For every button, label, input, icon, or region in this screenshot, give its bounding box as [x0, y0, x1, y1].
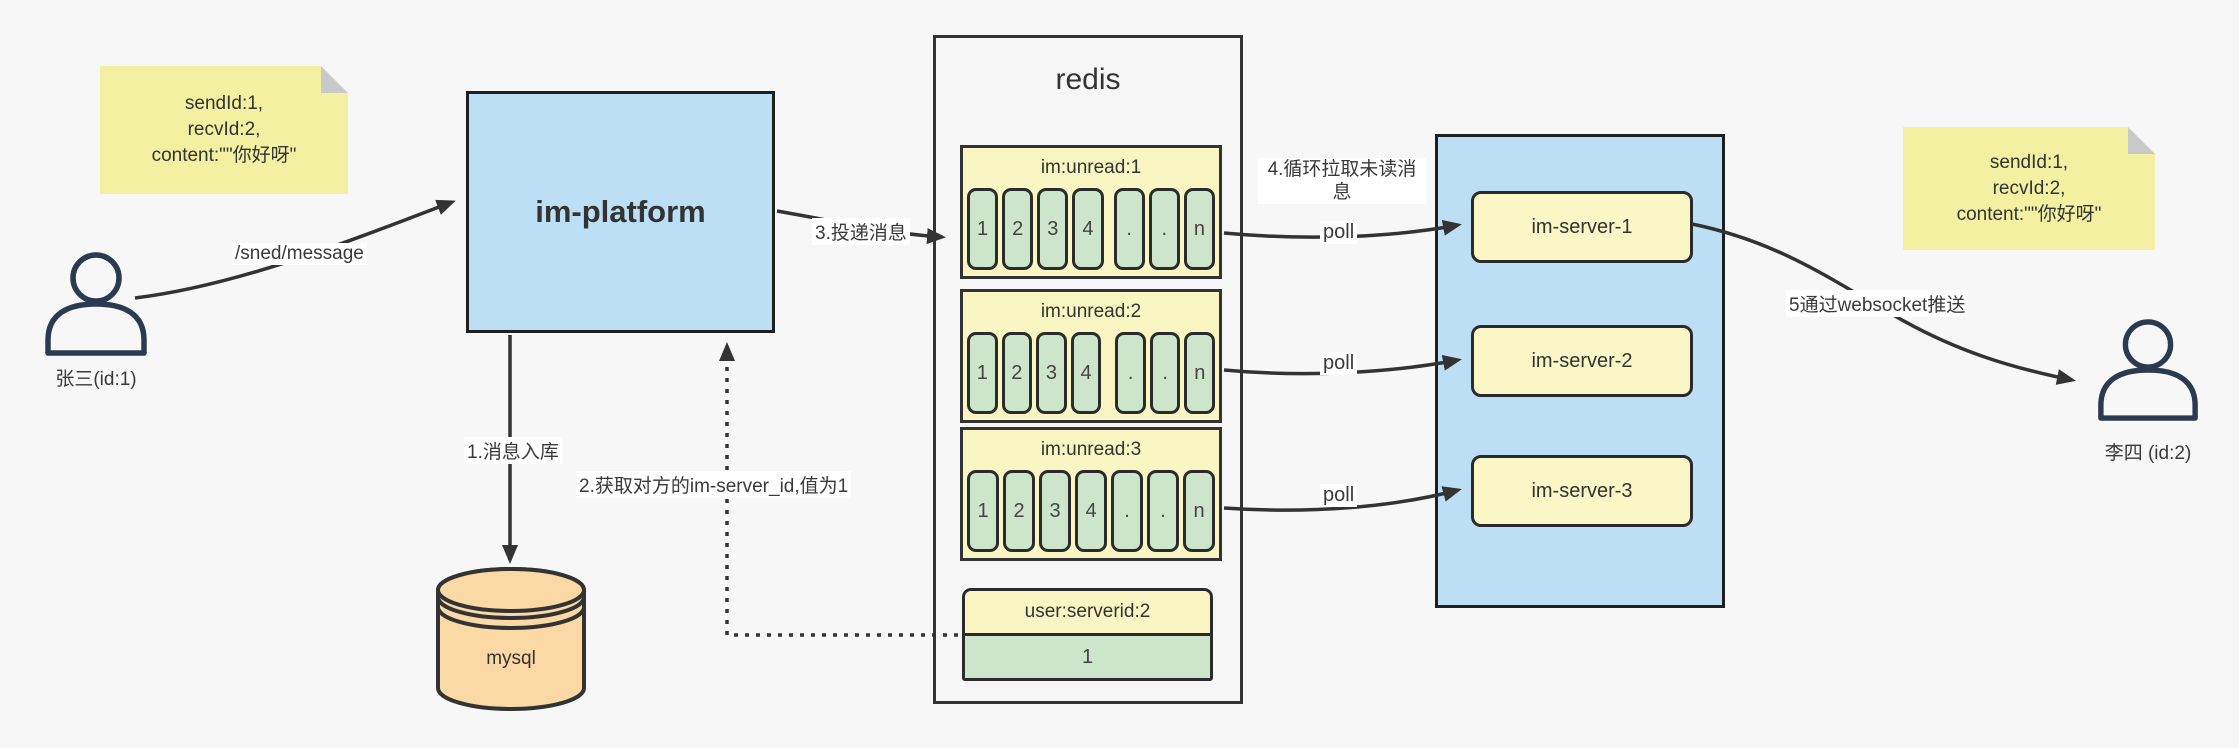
im-server-1-node: im-server-1 [1471, 191, 1693, 263]
kv-header: user:serverid:2 [965, 591, 1210, 636]
im-server-2-node: im-server-2 [1471, 325, 1693, 397]
queue-cells: 1 2 3 4 . . n [963, 332, 1219, 420]
im-platform-node: im-platform [466, 91, 775, 333]
queue-cell: 4 [1072, 188, 1104, 270]
im-platform-label: im-platform [535, 194, 706, 229]
queue-cell: . [1147, 470, 1179, 552]
queue-im-unread-3: im:unread:3 1 2 3 4 . . n [960, 427, 1222, 561]
note-line: sendId:1, [184, 93, 264, 114]
edge-label-step3: 3.投递消息 [812, 218, 910, 245]
queue-cell: 3 [1036, 332, 1067, 414]
queue-cell: n [1184, 332, 1216, 414]
sticky-note-left: sendId:1, recvId:2, content:""你好呀" [100, 66, 348, 194]
queue-header: im:unread:3 [1040, 439, 1142, 460]
queue-cell: 2 [1001, 332, 1033, 414]
queue-cell: 2 [1002, 188, 1034, 270]
mysql-node [434, 566, 588, 717]
queue-cell: . [1115, 332, 1146, 414]
queue-cells: 1 2 3 4 . . n [963, 470, 1219, 558]
queue-cell: . [1149, 332, 1181, 414]
edge-label-step1: 1.消息入库 [464, 437, 562, 464]
person-icon [2098, 319, 2198, 421]
note-line: content:""你好呀" [1956, 203, 2102, 225]
queue-cell: 1 [967, 188, 999, 270]
user-icon-receiver [2094, 317, 2202, 428]
queue-cell: . [1113, 188, 1145, 270]
note-line: content:""你好呀" [151, 145, 297, 166]
database-cylinder-icon [436, 567, 586, 711]
person-icon [45, 252, 147, 356]
queue-cell: . [1111, 470, 1143, 552]
note-right-text: sendId:1, recvId:2, content:""你好呀" [1957, 150, 2102, 228]
im-server-3-node: im-server-3 [1471, 455, 1693, 527]
note-fold-icon [2128, 127, 2155, 154]
queue-cell: 4 [1075, 470, 1107, 552]
note-line: recvId:2, [1992, 177, 2066, 199]
kv-user-serverid: user:serverid:2 1 [962, 588, 1213, 681]
queue-cell: 2 [1003, 470, 1035, 552]
note-left-text: sendId:1, recvId:2, content:""你好呀" [152, 91, 297, 169]
redis-title: redis [1055, 63, 1121, 96]
edge-label-poll-2: poll [1320, 352, 1358, 375]
queue-cell: . [1148, 188, 1180, 270]
queue-cells: 1 2 3 4 . . n [963, 188, 1219, 276]
note-line: recvId:2, [187, 119, 261, 140]
queue-im-unread-1: im:unread:1 1 2 3 4 . . n [960, 145, 1222, 279]
im-server-label: im-server-1 [1531, 215, 1633, 238]
queue-cell: 3 [1037, 188, 1069, 270]
im-server-label: im-server-2 [1531, 349, 1633, 372]
user-label-sender: 张三(id:1) [55, 369, 137, 390]
queue-header: im:unread:2 [1040, 301, 1142, 322]
note-fold-icon [321, 66, 348, 93]
edge-label-poll-1: poll [1320, 221, 1358, 244]
queue-cell: 3 [1039, 470, 1071, 552]
edge-label-poll-3: poll [1320, 484, 1358, 507]
edge-label-step2: 2.获取对方的im-server_id,值为1 [576, 471, 852, 498]
queue-cell: n [1183, 188, 1215, 270]
sticky-note-right: sendId:1, recvId:2, content:""你好呀" [1903, 127, 2155, 250]
im-server-label: im-server-3 [1531, 479, 1633, 502]
user-icon-sender [41, 250, 151, 363]
edge-label-step4: 4.循环拉取未读消息 [1258, 158, 1426, 204]
im-server-group: im-server-1 im-server-2 im-server-3 [1435, 134, 1725, 608]
queue-cell: 1 [967, 470, 999, 552]
queue-im-unread-2: im:unread:2 1 2 3 4 . . n [960, 289, 1222, 423]
user-label-receiver: 李四 (id:2) [2104, 443, 2192, 464]
queue-header: im:unread:1 [1040, 157, 1142, 178]
queue-cell: n [1183, 470, 1215, 552]
edge-label-step5: 5通过websocket推送 [1786, 290, 1969, 317]
queue-cell: 1 [967, 332, 998, 414]
kv-value: 1 [965, 636, 1210, 678]
note-line: sendId:1, [1989, 151, 2069, 173]
queue-cell: 4 [1070, 332, 1102, 414]
edge-label-send: /sned/message [232, 243, 367, 265]
mysql-label: mysql [486, 648, 536, 669]
